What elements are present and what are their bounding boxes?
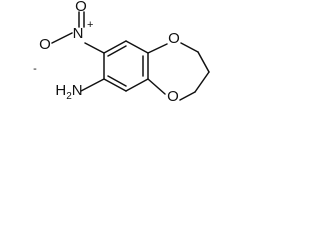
aromatic-inner-bond-top [107,45,127,57]
nitro-double-bond-oxygen-label: O [75,0,87,15]
ch2-oxygen-bottom-bond [179,91,196,101]
aryl-nitro-bond [84,42,105,54]
aromatic-inner-bond-bottom [107,75,127,87]
amine-subscript: 2 [66,91,72,102]
bond-lines [51,11,210,101]
nitro-negative-oxygen-label: O [39,36,51,53]
ch2-ch2-top-bond [197,51,210,73]
nitro-nitrogen-label: N [73,25,84,42]
amine-label: H2N [55,82,82,102]
aromatic-bond-bottom-left [103,78,127,92]
ring-oxygen-top-label: O [168,30,180,47]
nitro-negative-charge: - [33,63,37,75]
amine-nitrogen: N [72,82,83,99]
ring-oxygen-bottom-label: O [167,88,179,105]
oxygen-aryl-bottom-bond [147,78,166,95]
oxygen-ch2-top-bond [180,42,199,53]
molecule-canvas: O O O N + O - H2N [0,0,242,142]
amine-hydrogen: H [55,82,66,99]
aryl-amine-bond [80,78,105,92]
molecular-structure: O O O N + O - H2N [33,0,210,105]
nitro-positive-charge: + [87,19,93,31]
aromatic-bond-bottom-right [125,78,149,92]
nitro-negative-oxygen-bond [51,32,73,44]
aromatic-bond-top-left [103,40,127,54]
aromatic-bond-top-right [125,40,149,54]
ch2-ch2-bottom-bond [194,71,210,93]
aryl-oxygen-top-bond [147,43,168,54]
